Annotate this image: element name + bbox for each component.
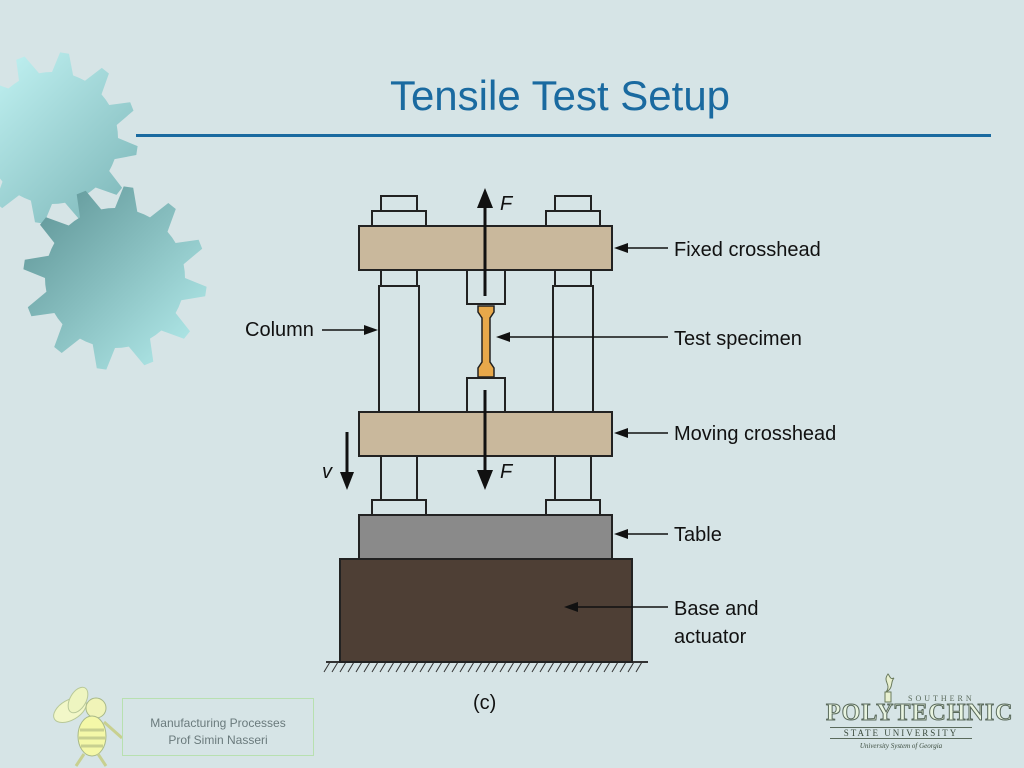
hatch-line [555, 661, 563, 673]
hatch-line [611, 661, 619, 673]
page-title: Tensile Test Setup [389, 72, 731, 119]
gear-icon [23, 186, 207, 370]
hatch-line [435, 661, 443, 673]
label-base-line1: Base and [674, 598, 759, 620]
hatch-line [411, 661, 419, 673]
footer-course: Manufacturing Processes [150, 716, 286, 730]
hatch-line [603, 661, 611, 673]
hatch-line [563, 661, 571, 673]
hatch-line [355, 661, 363, 673]
hatch-line [483, 661, 491, 673]
hatch-line [627, 661, 635, 673]
hatch-line [539, 661, 547, 673]
hatch-line [347, 661, 355, 673]
logo-main-text: POLYTECHNIC [826, 700, 1014, 727]
ground-hatch [323, 661, 648, 673]
footer-instructor: Prof Simin Nasseri [168, 733, 268, 747]
logo-tagline: University System of Georgia [859, 742, 943, 750]
gear-icon-shape [0, 52, 138, 224]
table [358, 514, 613, 560]
force-label-bottom: F [500, 461, 514, 483]
hatch-line [499, 661, 507, 673]
hatch-line [635, 661, 643, 673]
hatch-line [523, 661, 531, 673]
hatch-line [403, 661, 411, 673]
title-divider [136, 134, 991, 137]
hatch-line [491, 661, 499, 673]
hatch-line [531, 661, 539, 673]
test-specimen [477, 305, 495, 378]
label-fixed-crosshead: Fixed crosshead [674, 239, 821, 261]
hatch-line [459, 661, 467, 673]
hatch-line [571, 661, 579, 673]
hatch-line [387, 661, 395, 673]
base-and-actuator [339, 558, 633, 663]
hatch-line [443, 661, 451, 673]
logo-sub-text: STATE UNIVERSITY [830, 727, 972, 739]
hatch-line [515, 661, 523, 673]
hatch-line [451, 661, 459, 673]
torch-icon [884, 673, 895, 703]
label-table: Table [674, 524, 722, 546]
yellow-jacket-mascot-icon [53, 686, 123, 767]
hatch-line [467, 661, 475, 673]
velocity-arrow-icon [340, 432, 354, 490]
hatch-line [595, 661, 603, 673]
label-base-line2: actuator [674, 626, 747, 648]
hatch-line [547, 661, 555, 673]
hatch-line [339, 661, 347, 673]
column [371, 269, 601, 516]
hatch-line [587, 661, 595, 673]
label-column: Column [245, 319, 314, 341]
label-test-specimen: Test specimen [674, 328, 802, 350]
diagram-caption: (c) [473, 692, 496, 714]
hatch-line [619, 661, 627, 673]
hatch-line [507, 661, 515, 673]
hatch-line [427, 661, 435, 673]
label-moving-crosshead: Moving crosshead [674, 423, 836, 445]
footer-box: Manufacturing Processes Prof Simin Nasse… [122, 698, 314, 756]
hatch-line [371, 661, 379, 673]
column-top-caps [371, 195, 601, 227]
hatch-line [379, 661, 387, 673]
velocity-label: v [322, 461, 333, 483]
logo-top-text: SOUTHERN [908, 694, 975, 703]
hatch-line [579, 661, 587, 673]
gear-icon [0, 52, 138, 224]
gear-icon-shape [23, 186, 207, 370]
hatch-line [419, 661, 427, 673]
force-arrow-icon [477, 188, 493, 490]
hatch-line [475, 661, 483, 673]
hatch-line [331, 661, 339, 673]
leader-arrows [322, 243, 668, 612]
hatch-line [395, 661, 403, 673]
university-logo: SOUTHERN POLYTECHNIC STATE UNIVERSITY Un… [826, 694, 1014, 750]
gears-decoration [0, 52, 207, 370]
hatch-line [363, 661, 371, 673]
force-label-top: F [500, 193, 514, 215]
hatch-line [323, 661, 331, 673]
